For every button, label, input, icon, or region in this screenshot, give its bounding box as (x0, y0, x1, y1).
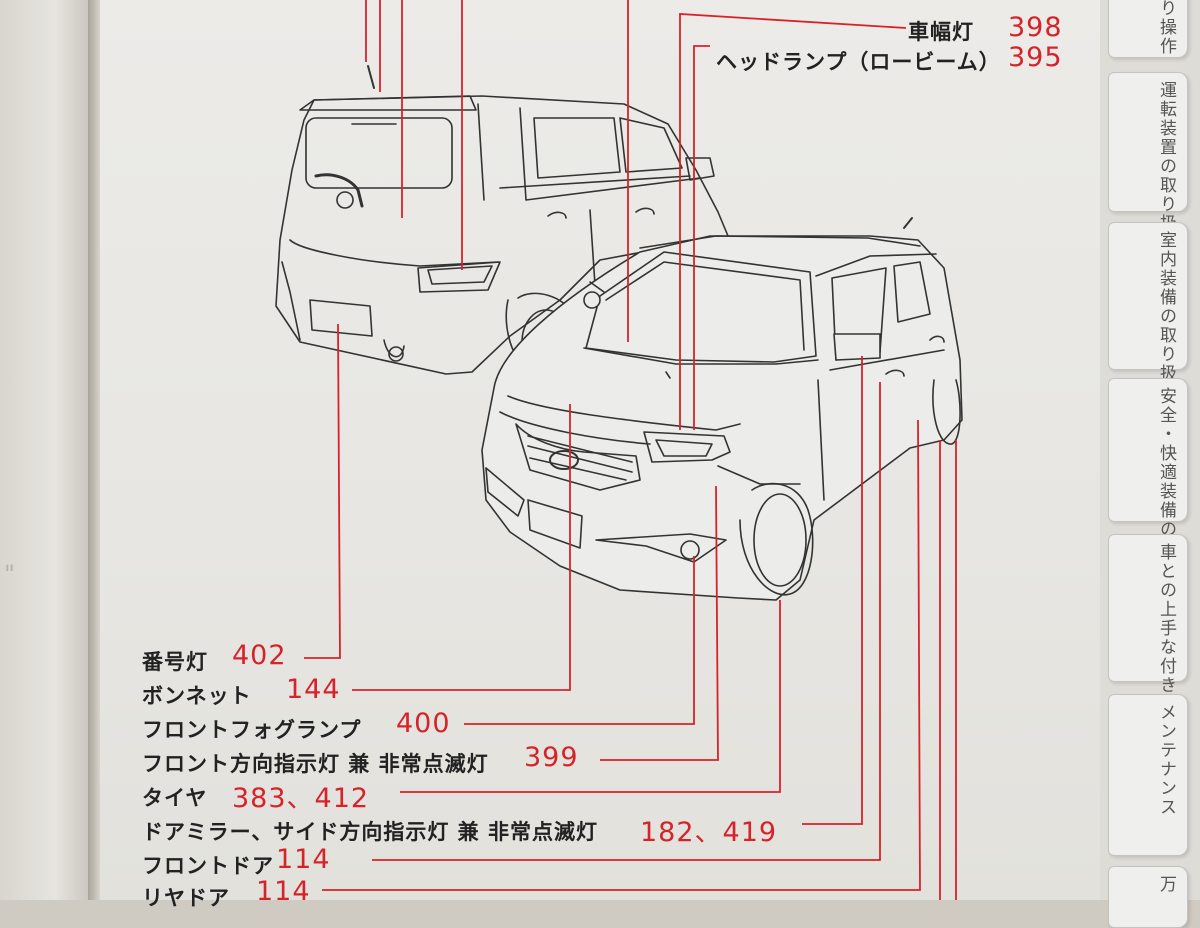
leader-lines (304, 0, 957, 900)
callout-page-bonnet: 144 (286, 674, 341, 705)
callout-label-license-lamp: 番号灯 (142, 650, 208, 674)
callout-label-front-door: フロントドア (142, 854, 274, 878)
callout-page-front-door: 114 (276, 844, 331, 875)
callout-label-headlamp-low: ヘッドランプ（ロービーム） (716, 50, 1001, 74)
callout-label-bonnet: ボンネット (142, 684, 252, 708)
callout-page-tire: 383、412 (232, 783, 370, 814)
callout-page-headlamp-low: 395 (1008, 42, 1063, 73)
index-tab-maintenance[interactable]: メンテナンス (1108, 694, 1188, 856)
callout-page-license-lamp: 402 (232, 640, 287, 671)
callout-label-tire: タイヤ (142, 786, 208, 810)
callout-label-rear-door: リヤドア (142, 886, 230, 910)
callout-page-front-fog-lamp: 400 (396, 708, 451, 739)
index-tab-label: メンテナンス (1156, 703, 1176, 817)
callout-page-front-turn-signal: 399 (524, 742, 579, 773)
callout-label-door-mirror: ドアミラー、サイド方向指示灯 兼 非常点滅灯 (142, 820, 598, 844)
page-spine (88, 0, 100, 900)
index-tab-label: 万 (1156, 875, 1176, 894)
index-tab-safety-comfort[interactable]: 安全・快適装備の解説と注意 (1108, 378, 1188, 634)
index-tab-vehicle-care[interactable]: 車との上手な付き合い方 (1108, 534, 1188, 752)
index-tab-label: 運転装置の取り扱い (1156, 81, 1176, 252)
callout-label-front-fog-lamp: フロントフォグランプ (142, 718, 362, 742)
callout-page-door-mirror: 182、419 (640, 817, 778, 848)
index-tab-label: り操作 (1156, 0, 1176, 56)
index-tab-interior-equipment[interactable]: 室内装備の取り扱い (1108, 222, 1188, 402)
vehicle-illustration (275, 0, 963, 900)
callout-label-front-turn-signal: フロント方向指示灯 兼 非常点滅灯 (142, 752, 489, 776)
callout-label-clearance-lamp: 車幅灯 (908, 20, 974, 44)
left-page: " (0, 0, 92, 900)
index-tab-driving-equipment[interactable]: 運転装置の取り扱い (1108, 72, 1188, 252)
front-car-details (485, 217, 961, 596)
index-tab-label: 室内装備の取り扱い (1156, 231, 1176, 402)
callout-page-rear-door: 114 (256, 876, 311, 907)
index-tab-operation[interactable]: り操作 (1108, 0, 1188, 58)
front-view-car (481, 235, 963, 601)
callout-page-clearance-lamp: 398 (1008, 12, 1063, 43)
ghost-glyph: " (4, 560, 16, 588)
